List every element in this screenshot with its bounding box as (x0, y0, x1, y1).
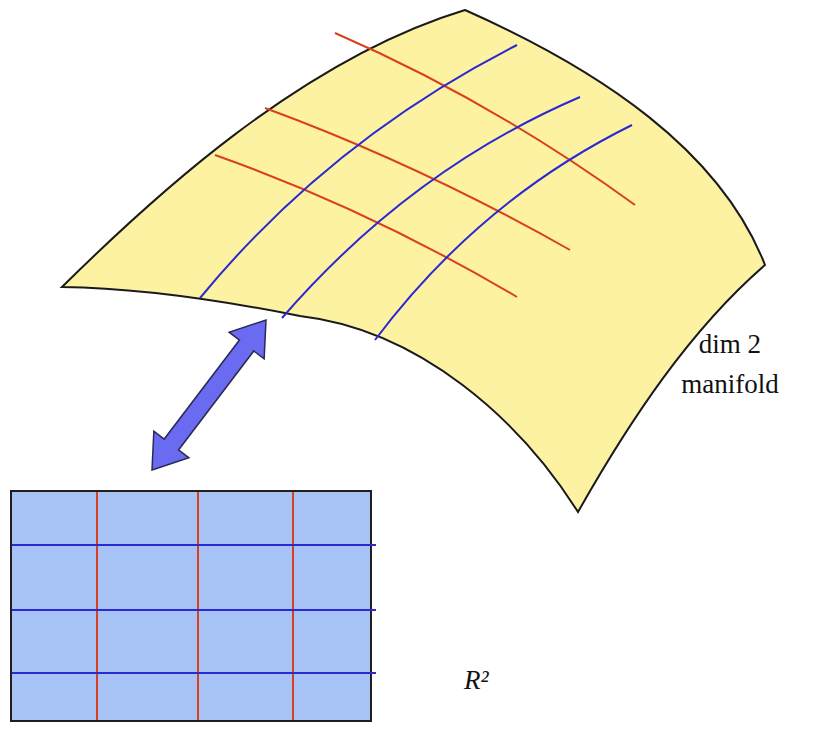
manifold-fill (62, 10, 765, 512)
grid-line (12, 544, 376, 546)
coordinate-curve (282, 97, 580, 318)
grid-line (197, 492, 199, 720)
plane-rectangle: R² (10, 490, 372, 722)
grid-lines (10, 490, 372, 722)
coordinate-curve (265, 108, 570, 250)
coordinate-curve (215, 155, 517, 297)
coordinate-curve (375, 125, 632, 340)
plane-label: R² (464, 660, 524, 700)
grid-line (96, 492, 98, 720)
grid-line (12, 609, 376, 611)
coordinate-curve (200, 45, 517, 298)
manifold-surface: dim 2 manifold (62, 10, 766, 514)
double-arrow (152, 320, 266, 470)
coordinate-curve (335, 33, 635, 205)
manifold-label: dim 2 manifold (655, 324, 805, 404)
grid-line (292, 492, 294, 720)
grid-line (12, 672, 376, 674)
manifold-outline (62, 10, 766, 514)
